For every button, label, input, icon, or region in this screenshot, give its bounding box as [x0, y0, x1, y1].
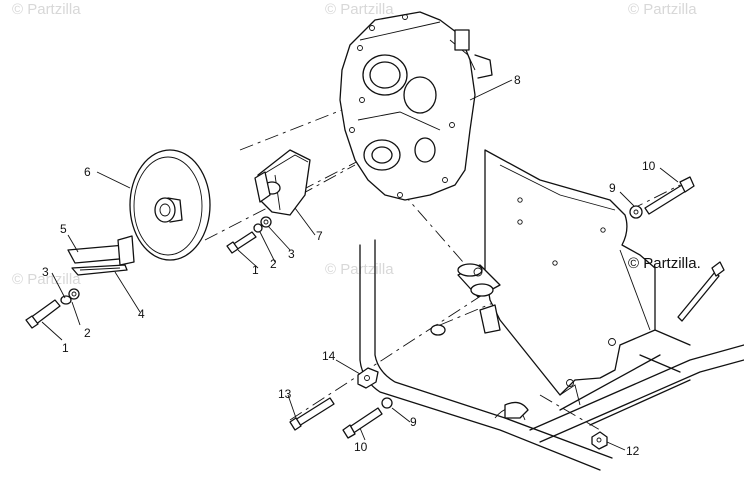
caliper-bracket: [254, 149, 311, 216]
long-bolt-right: [677, 261, 725, 322]
callout-number: 7: [316, 229, 323, 243]
watermark-text: © Partzilla: [12, 271, 81, 288]
fasteners-left: [25, 288, 80, 329]
engine-mount-plate: [457, 149, 656, 419]
fasteners-mid: [226, 216, 272, 254]
callout-number: 1: [62, 341, 69, 355]
leader-lines: [41, 79, 679, 451]
watermark-text: © Partzilla: [325, 1, 394, 18]
callout-number: 1: [252, 263, 259, 277]
callout-number: 10: [642, 159, 656, 173]
callout-number: 6: [84, 165, 91, 179]
callout-number: 9: [609, 181, 616, 195]
callout-number: 9: [410, 415, 417, 429]
watermark-text: © Partzilla: [12, 1, 81, 18]
partzilla-brand: © Partzilla.: [628, 255, 701, 272]
callout-number: 3: [42, 265, 49, 279]
chaincase-housing: [339, 11, 493, 201]
bolt-right: [629, 176, 695, 219]
callout-number: 13: [278, 387, 292, 401]
callout-number: 8: [514, 73, 521, 87]
callout-number: 4: [138, 307, 145, 321]
callout-number: 12: [626, 444, 640, 458]
callout-number: 14: [322, 349, 336, 363]
brake-disc: [129, 149, 211, 261]
callout-number: 2: [84, 326, 91, 340]
callout-number: 3: [288, 247, 295, 261]
watermark-text: © Partzilla: [628, 1, 697, 18]
frame-rails: [359, 239, 744, 471]
lower-fasteners: [289, 324, 608, 450]
callout-number: 10: [354, 440, 368, 454]
callout-number: 5: [60, 222, 67, 236]
callout-labels: 6 5 3 2 1 4 1 2 3 7 8 9 10 14 13 10 9 12: [42, 73, 656, 458]
brake-pad-plates: [67, 235, 135, 276]
callout-number: 2: [270, 257, 277, 271]
watermark-row: © Partzilla © Partzilla © Partzilla © Pa…: [12, 1, 697, 288]
